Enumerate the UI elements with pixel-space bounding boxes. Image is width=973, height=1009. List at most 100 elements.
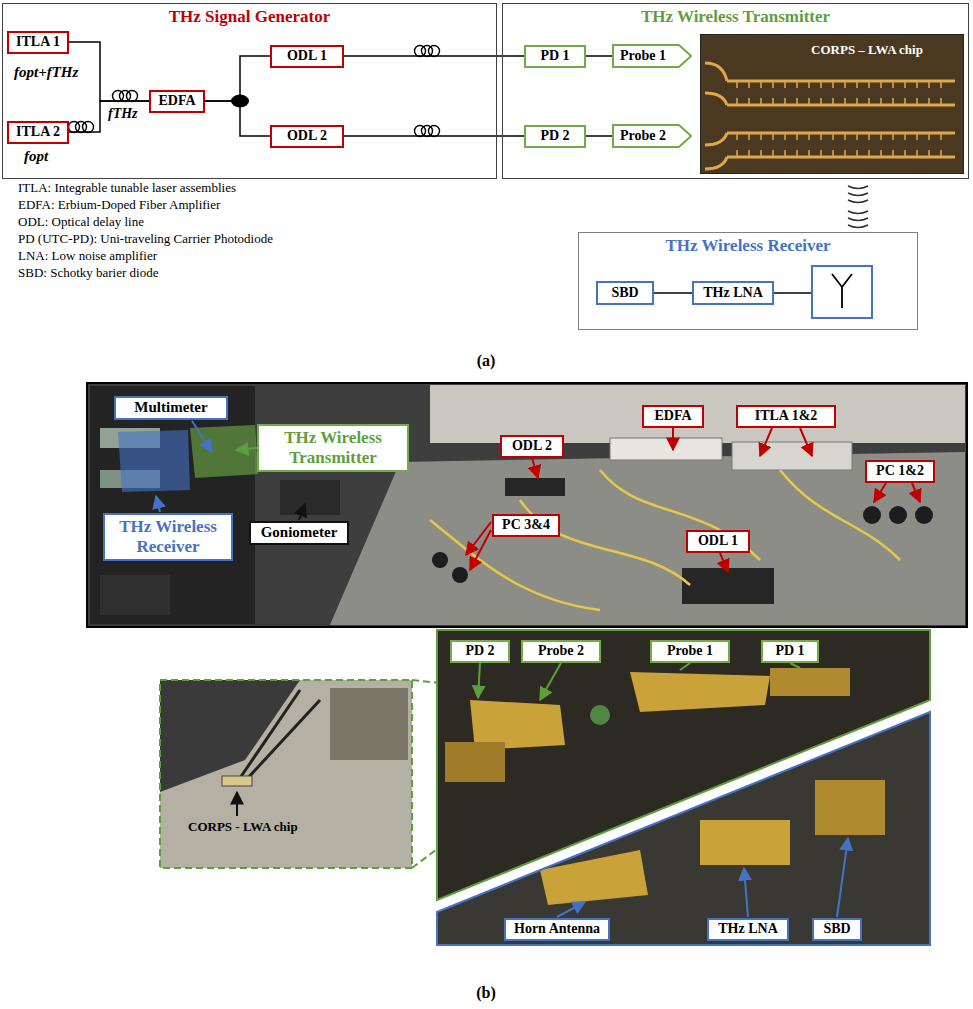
leader-arrow: [532, 458, 538, 478]
process-box: ODL 1: [270, 45, 344, 68]
lab-photo: [432, 552, 448, 568]
antenna-stub: [832, 150, 834, 157]
antenna-symbol: [774, 266, 872, 318]
antenna-stub: [928, 150, 930, 157]
antenna-stub: [928, 133, 930, 140]
antenna-stub: [880, 150, 882, 157]
antenna-stub: [784, 133, 786, 140]
panel-title: THz Signal Generator: [169, 7, 330, 27]
node-label: THz Wireless Transmitter: [265, 428, 401, 467]
antenna-stub: [904, 150, 906, 157]
node-label: ODL 1: [287, 48, 327, 64]
node-label: Probe 1: [667, 643, 713, 659]
lab-photo: [87, 383, 967, 627]
wave-symbol: [848, 218, 868, 221]
photo-tag: PC 3&4: [492, 514, 560, 537]
node-label: Probe 2: [538, 643, 584, 659]
antenna-stub: [868, 98, 870, 105]
wave-symbol: [848, 186, 868, 189]
leader-line: [557, 902, 585, 917]
antenna-stub: [940, 133, 942, 140]
photo-tag: Probe 2: [521, 640, 601, 663]
lab-photo: [682, 568, 774, 604]
transmitter-closeup-photo: [590, 705, 610, 725]
chip-photo: CORPS – LWA chip: [700, 34, 964, 174]
lab-photo: [452, 567, 468, 583]
node-label: Horn Antenna: [514, 921, 600, 937]
antenna-stub: [904, 81, 906, 88]
node-label: Probe 2: [620, 128, 666, 144]
node-label: SBD: [823, 921, 850, 937]
antenna-stub: [844, 133, 846, 140]
antenna-stub: [904, 98, 906, 105]
receiver-closeup-photo: [437, 712, 930, 945]
leader-arrow: [912, 483, 920, 502]
antenna-stub: [820, 133, 822, 140]
antenna-stub: [772, 98, 774, 105]
antenna-stub: [820, 81, 822, 88]
lab-photo: [732, 442, 852, 470]
antenna-stub: [832, 98, 834, 105]
antenna-symbol: [774, 292, 812, 294]
abbreviation-note: PD (UTC-PD): Uni-traveling Carrier Photo…: [18, 232, 273, 247]
antenna-stub: [796, 133, 798, 140]
leader-arrow: [156, 496, 160, 512]
antenna-stub: [748, 81, 750, 88]
fiber-coil: [127, 91, 138, 102]
antenna-stub: [856, 98, 858, 105]
leader-line: [790, 663, 800, 668]
lab-photo: [330, 452, 965, 625]
antenna-stub: [844, 98, 846, 105]
signal-name: fopt+fTHz: [14, 64, 78, 81]
node-label: ODL 2: [287, 128, 327, 144]
antenna-stub: [748, 98, 750, 105]
chip-closeup-photo: [330, 688, 408, 760]
node-label: ITLA 2: [16, 124, 60, 140]
antenna-stub: [796, 150, 798, 157]
antenna-stub: [760, 98, 762, 105]
transmitter-closeup-photo: [770, 668, 850, 696]
antenna-stub: [784, 150, 786, 157]
process-box: SBD: [596, 281, 654, 305]
transmitter-closeup-photo: [630, 672, 770, 712]
antenna-stub: [892, 150, 894, 157]
lab-photo: [863, 506, 881, 524]
node-label: EDFA: [654, 408, 691, 424]
antenna-stub: [940, 81, 942, 88]
antenna-stub: [916, 150, 918, 157]
antenna-stub: [808, 133, 810, 140]
receiver-closeup-photo: [700, 820, 790, 865]
lab-photo: [505, 478, 565, 496]
photo-tag: ODL 1: [686, 530, 750, 553]
node-label: SBD: [611, 285, 638, 301]
fiber-coil: [429, 126, 440, 137]
antenna-stub: [904, 133, 906, 140]
abbreviation-note: ITLA: Integrable tunable laser assemblie…: [18, 181, 236, 196]
photo-tag: Goniometer: [249, 521, 349, 545]
antenna-stub: [808, 98, 810, 105]
node-label: PC 1&2: [876, 463, 924, 479]
antenna-stub: [820, 98, 822, 105]
group-panel: THz Wireless ReceiverSBDTHz LNA: [578, 232, 918, 330]
transmitter-closeup-photo: [445, 742, 505, 782]
leader-arrow: [874, 483, 886, 502]
process-box: THz LNA: [692, 281, 774, 305]
chip-closeup-photo: [160, 680, 412, 868]
leader-line: [540, 663, 561, 700]
chip-closeup-photo: [160, 680, 412, 868]
process-box: ITLA 2: [7, 121, 69, 144]
leader-arrow: [192, 421, 212, 452]
node-label: ODL 1: [698, 533, 738, 549]
antenna-stub: [772, 133, 774, 140]
antenna-stub: [832, 81, 834, 88]
antenna-stub: [868, 150, 870, 157]
node-label: ITLA 1&2: [755, 408, 818, 424]
fiber-connector: [654, 292, 692, 294]
antenna-stub: [760, 81, 762, 88]
antenna-stub: [916, 98, 918, 105]
antenna-stub: [736, 81, 738, 88]
node-label: PD 2: [465, 643, 494, 659]
fiber-connector: [205, 101, 270, 136]
leader-arrow: [720, 553, 728, 572]
